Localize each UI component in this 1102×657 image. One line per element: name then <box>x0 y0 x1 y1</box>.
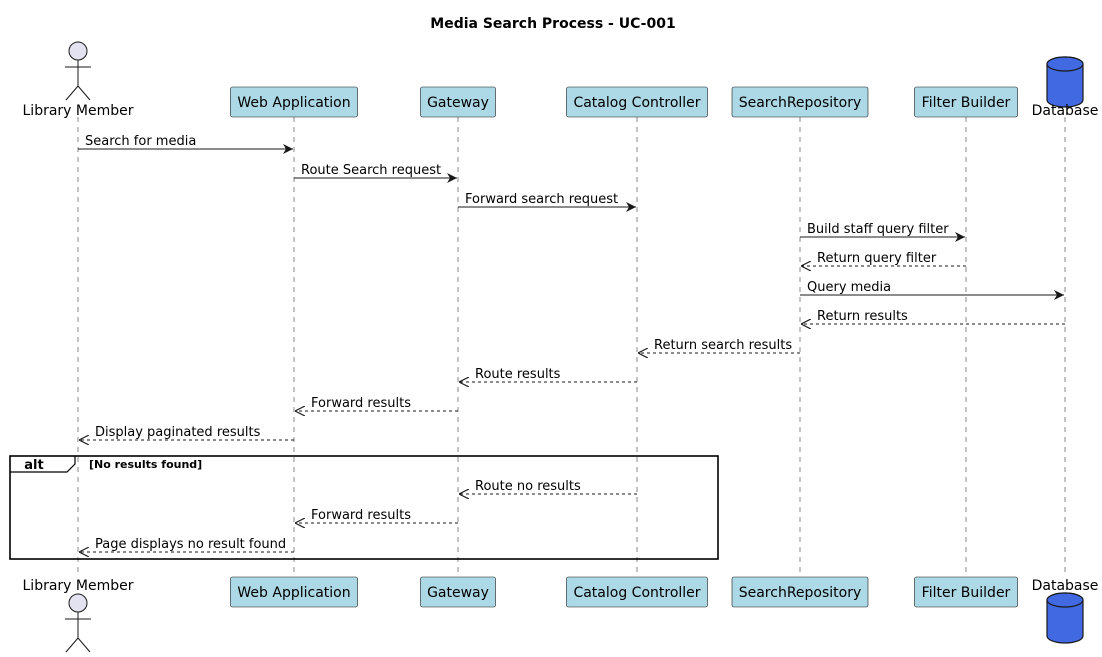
participant-label-repo-bottom: SearchRepository <box>739 585 862 601</box>
message-6: Query media <box>800 280 1064 300</box>
alt-keyword: alt <box>24 458 43 473</box>
message-10: Forward results <box>295 396 458 411</box>
participant-label-filter-bottom: Filter Builder <box>922 585 1011 601</box>
database-db-bottom <box>1046 592 1084 644</box>
message-3: Forward search request <box>458 192 636 212</box>
participant-web-top: Web Application <box>230 86 358 118</box>
message-8: Return search results <box>638 338 800 353</box>
message-label: Page displays no result found <box>95 537 286 552</box>
actor-member-top <box>65 41 91 101</box>
message-label: Forward results <box>311 396 411 411</box>
message-label: Build staff query filter <box>807 222 949 237</box>
message-label: Return search results <box>654 338 792 353</box>
participant-label-catalog-top: Catalog Controller <box>573 95 700 111</box>
alt-frame <box>9 455 719 560</box>
actor-left-leg <box>65 85 79 101</box>
participant-label-db-bottom: Database <box>1032 578 1099 594</box>
participants-bottom: Library Member Web Application Gateway Cata… <box>23 576 1099 653</box>
participant-web-bottom: Web Application <box>230 576 358 608</box>
participant-filter-top: Filter Builder <box>914 86 1018 118</box>
message-5: Return query filter <box>801 251 966 266</box>
participant-repo-top: SearchRepository <box>731 86 869 118</box>
participant-box <box>566 86 708 118</box>
participant-label-repo-top: SearchRepository <box>739 95 862 111</box>
actor-left-leg <box>65 637 79 653</box>
alt-fragment: alt [No results found] <box>9 455 719 560</box>
diagram-title: Media Search Process - UC-001 <box>430 16 675 32</box>
participant-label-member-top: Library Member <box>23 103 134 119</box>
message-label: Forward search request <box>465 192 618 207</box>
database-db-top <box>1046 56 1084 108</box>
participant-label-gateway-top: Gateway <box>427 95 489 111</box>
message-13: Forward results <box>295 508 458 523</box>
participant-box <box>731 576 869 608</box>
message-14: Page displays no result found <box>79 537 294 552</box>
message-4: Build staff query filter <box>800 222 965 242</box>
participant-box <box>420 86 496 118</box>
message-9: Route results <box>459 367 637 382</box>
message-label: Return query filter <box>817 251 937 266</box>
message-label: Forward results <box>311 508 411 523</box>
database-cylinder-top <box>1046 56 1084 72</box>
participant-box <box>420 576 496 608</box>
participant-label-catalog-bottom: Catalog Controller <box>573 585 700 601</box>
database-cylinder-top <box>1046 592 1084 608</box>
message-label: Display paginated results <box>95 425 261 440</box>
message-2: Route Search request <box>294 163 457 183</box>
actor-head <box>68 41 88 61</box>
message-1: Search for media <box>78 134 293 154</box>
participant-box <box>914 86 1018 118</box>
participant-label-db-top: Database <box>1032 103 1099 119</box>
participant-label-member-bottom: Library Member <box>23 578 134 594</box>
group-frames: alt [No results found] <box>9 455 719 560</box>
message-7: Return results <box>801 309 1065 324</box>
actor-head <box>68 593 88 613</box>
message-12: Route no results <box>459 479 637 494</box>
message-label: Route no results <box>475 479 581 494</box>
participant-box <box>230 86 358 118</box>
actor-right-leg <box>77 85 91 101</box>
participant-label-gateway-bottom: Gateway <box>427 585 489 601</box>
participant-label-web-bottom: Web Application <box>237 585 350 601</box>
participant-box <box>566 576 708 608</box>
participant-repo-bottom: SearchRepository <box>731 576 869 608</box>
lifelines <box>77 117 1066 577</box>
participant-catalog-top: Catalog Controller <box>566 86 708 118</box>
message-label: Query media <box>807 280 891 295</box>
alt-tab <box>10 456 76 473</box>
participant-catalog-bottom: Catalog Controller <box>566 576 708 608</box>
actor-member-bottom <box>65 593 91 653</box>
participants-top: Library Member Web Application Gateway Cata… <box>23 41 1099 119</box>
message-label: Return results <box>817 309 908 324</box>
message-label: Route results <box>475 367 561 382</box>
participant-label-web-top: Web Application <box>237 95 350 111</box>
actor-right-leg <box>77 637 91 653</box>
alt-condition: [No results found] <box>89 458 202 471</box>
message-label: Route Search request <box>301 163 441 178</box>
message-label: Search for media <box>85 134 196 149</box>
participant-box <box>731 86 869 118</box>
participant-label-filter-top: Filter Builder <box>922 95 1011 111</box>
message-11: Display paginated results <box>79 425 294 440</box>
participant-box <box>230 576 358 608</box>
participant-filter-bottom: Filter Builder <box>914 576 1018 608</box>
participant-gateway-top: Gateway <box>420 86 496 118</box>
participant-gateway-bottom: Gateway <box>420 576 496 608</box>
participant-box <box>914 576 1018 608</box>
